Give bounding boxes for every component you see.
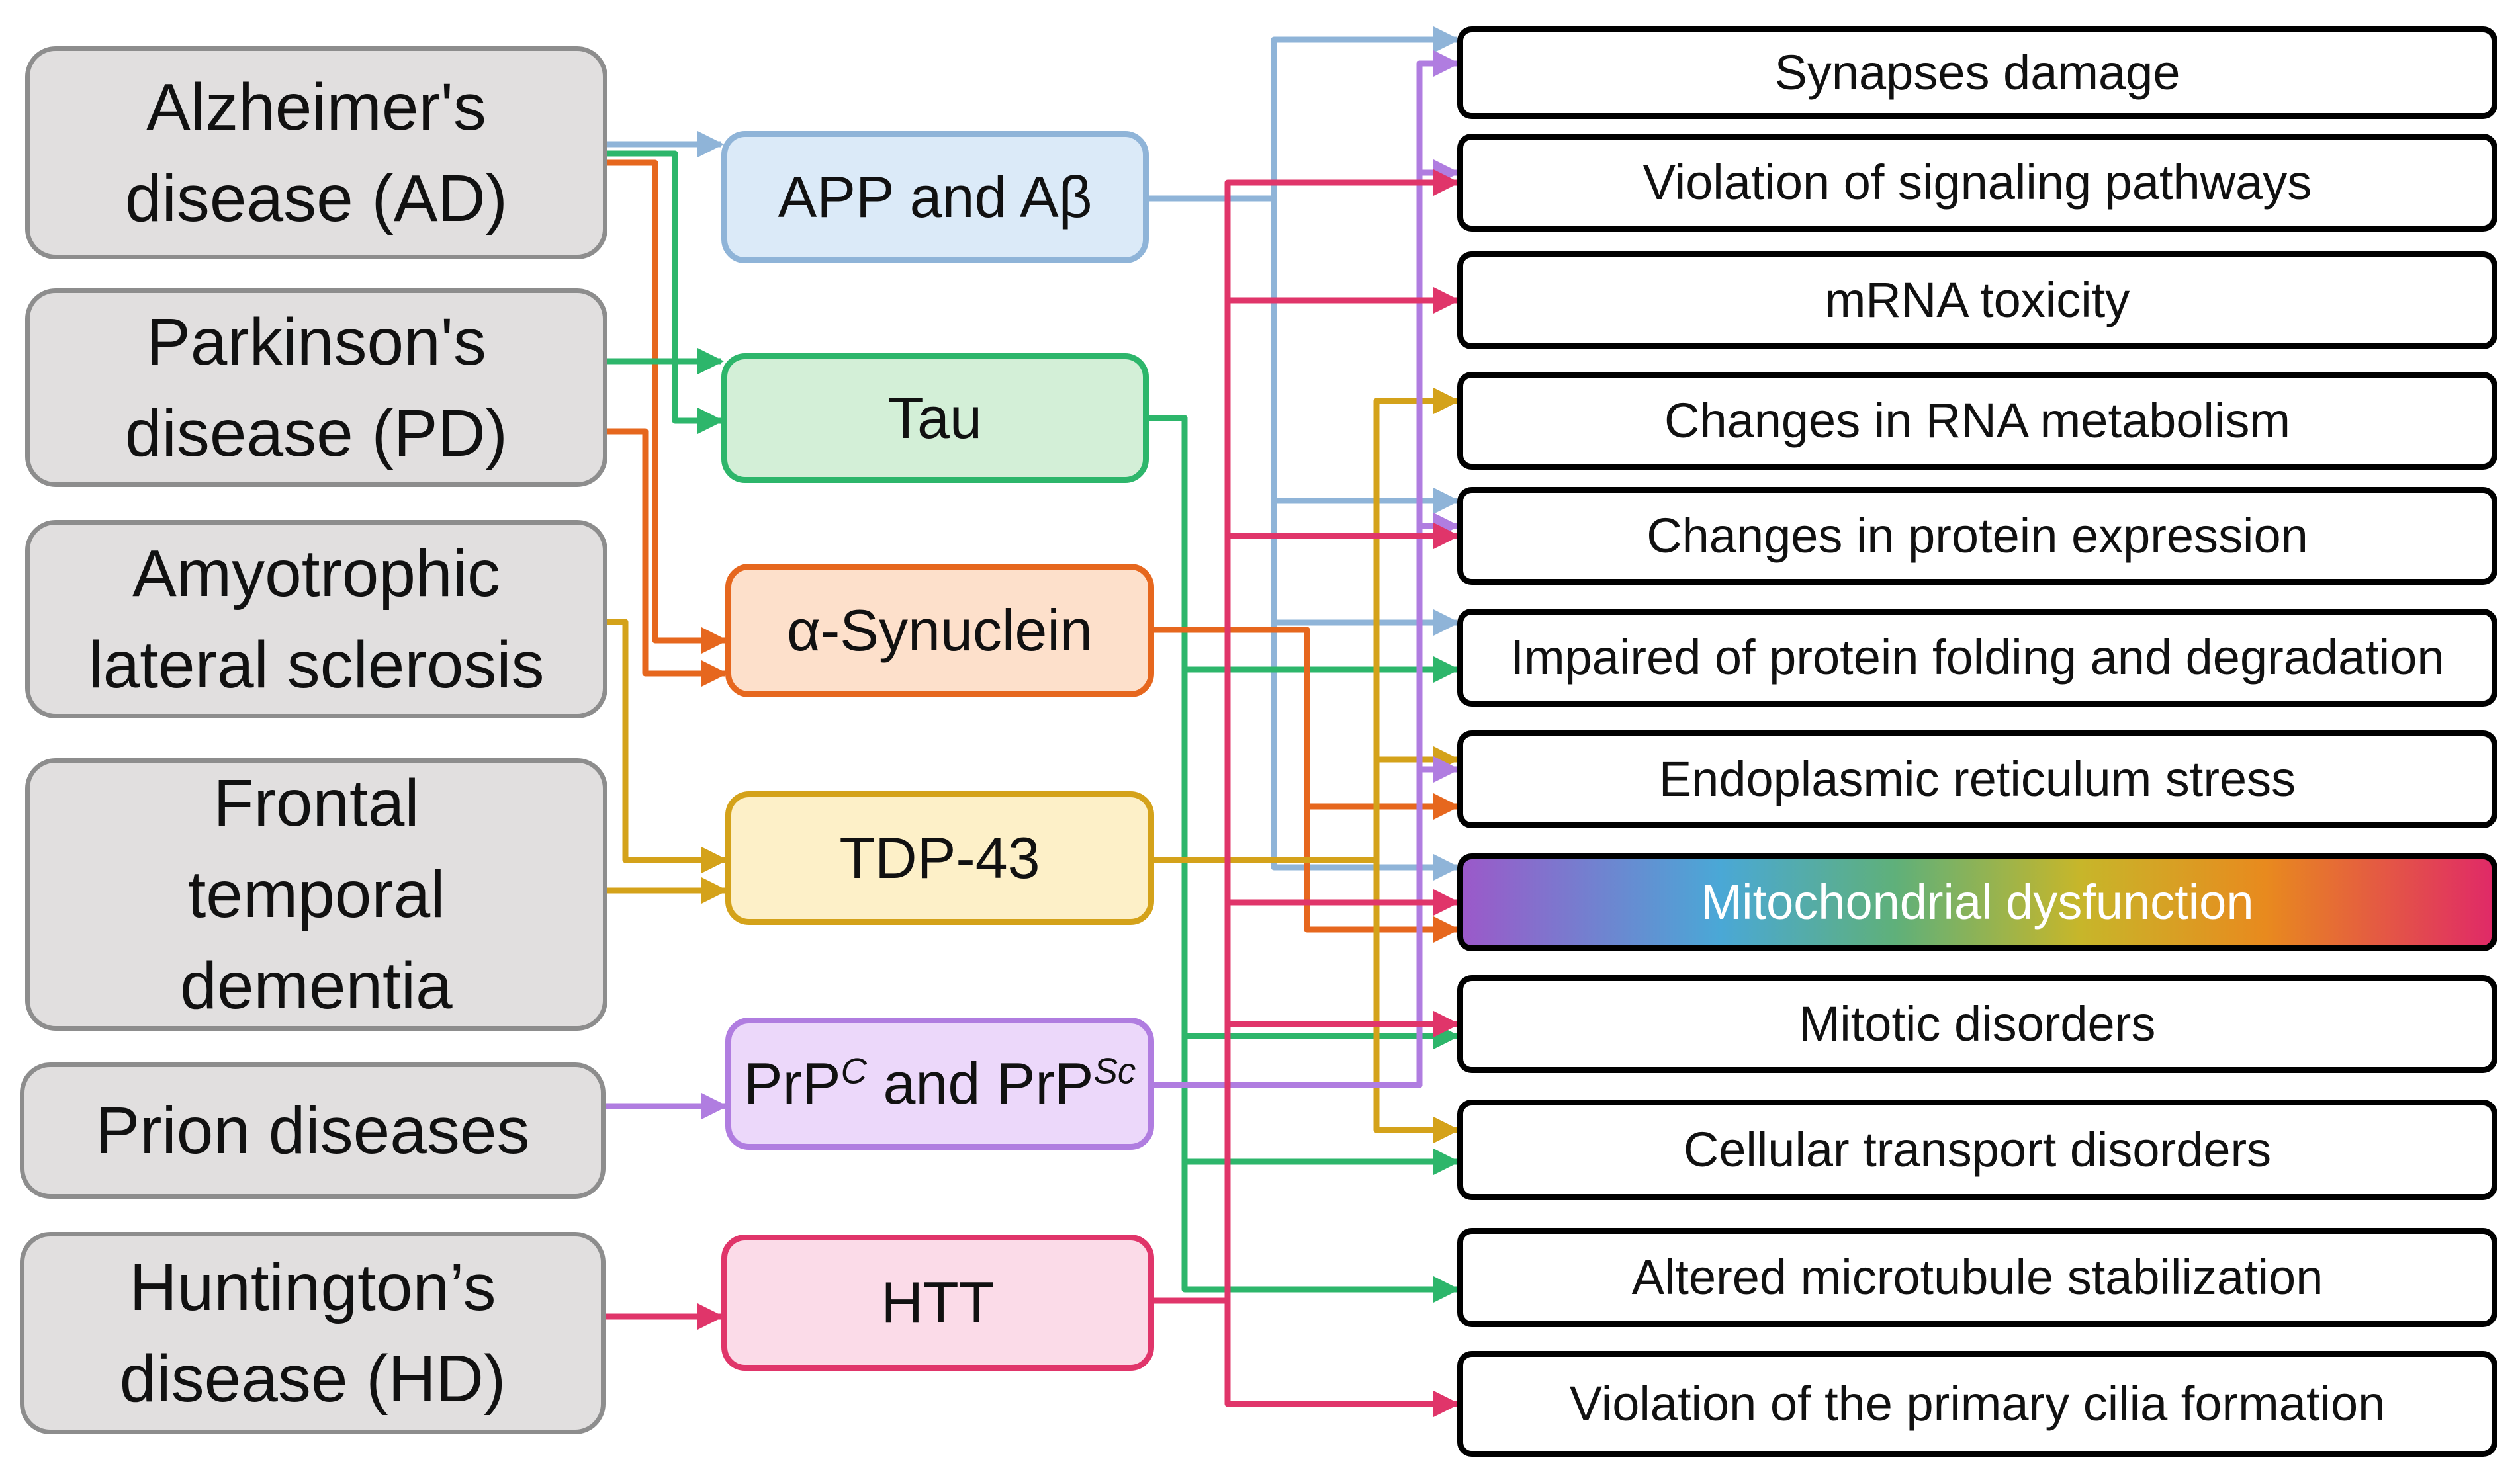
protein-label-prp: PrPC and PrPSc: [743, 1051, 1136, 1116]
connector-htt-to-effect-7: [1154, 889, 1461, 1304]
effect-box-signaling-pathways: Violation of signaling pathways: [1457, 134, 2498, 232]
connector-tau-to-effect-10: [1149, 415, 1461, 1303]
protein-label-tau: Tau: [888, 385, 982, 451]
protein-label-htt: HTT: [881, 1270, 995, 1335]
effect-box-mitotic-disorders: Mitotic disorders: [1457, 975, 2498, 1073]
effect-box-protein-folding: Impaired of protein folding and degradat…: [1457, 609, 2498, 707]
connector-disease-0-to-syn: [608, 159, 729, 654]
connector-syn-to-effect-7: [1154, 627, 1461, 943]
effect-box-mrna-toxicity: mRNA toxicity: [1457, 251, 2498, 349]
protein-label-tdp: TDP-43: [839, 825, 1040, 890]
effect-box-microtubule-stabilization: Altered microtubule stabilization: [1457, 1228, 2498, 1327]
connector-prp-to-effect-6: [1154, 756, 1461, 1088]
connector-disease-1-to-syn: [608, 428, 729, 687]
effect-box-synapses-damage: Synapses damage: [1457, 26, 2498, 119]
protein-box-htt: HTT: [721, 1235, 1154, 1371]
effect-box-mitochondrial-dysfunction: Mitochondrial dysfunction: [1457, 853, 2498, 951]
protein-box-tau: Tau: [721, 353, 1149, 483]
protein-label-app: APP and Aβ: [778, 164, 1093, 230]
disease-box-prion: Prion diseases: [20, 1062, 606, 1199]
connector-tau-to-effect-9: [1149, 415, 1461, 1176]
connector-disease-0-to-tau: [608, 150, 725, 435]
connector-htt-to-effect-11: [1154, 1297, 1461, 1418]
effect-box-er-stress: Endoplasmic reticulum stress: [1457, 730, 2498, 828]
connector-disease-2-to-tdp: [608, 619, 729, 874]
connector-app-to-effect-0: [1149, 26, 1461, 202]
effect-box-primary-cilia: Violation of the primary cilia formation: [1457, 1351, 2498, 1457]
effect-box-rna-metabolism: Changes in RNA metabolism: [1457, 372, 2498, 470]
connector-app-to-effect-5: [1149, 195, 1461, 636]
protein-box-app: APP and Aβ: [721, 131, 1149, 263]
protein-box-syn: α-Synuclein: [725, 564, 1154, 697]
connector-tau-to-effect-8: [1149, 415, 1461, 1050]
disease-box-ftd: Frontal temporal dementia: [25, 758, 608, 1031]
connector-app-to-effect-4: [1149, 195, 1461, 515]
effect-box-protein-expression: Changes in protein expression: [1457, 487, 2498, 585]
effect-box-cellular-transport: Cellular transport disorders: [1457, 1100, 2498, 1200]
disease-box-pd: Parkinson's disease (PD): [25, 288, 608, 487]
connector-tdp-to-effect-9: [1154, 857, 1461, 1144]
protein-label-syn: α-Synuclein: [787, 597, 1093, 663]
protein-box-tdp: TDP-43: [725, 791, 1154, 925]
disease-box-als: Amyotrophic lateral sclerosis: [25, 520, 608, 718]
protein-box-prp: PrPC and PrPSc: [725, 1018, 1154, 1150]
disease-box-hd: Huntington’s disease (HD): [20, 1232, 606, 1434]
disease-box-ad: Alzheimer's disease (AD): [25, 46, 608, 259]
